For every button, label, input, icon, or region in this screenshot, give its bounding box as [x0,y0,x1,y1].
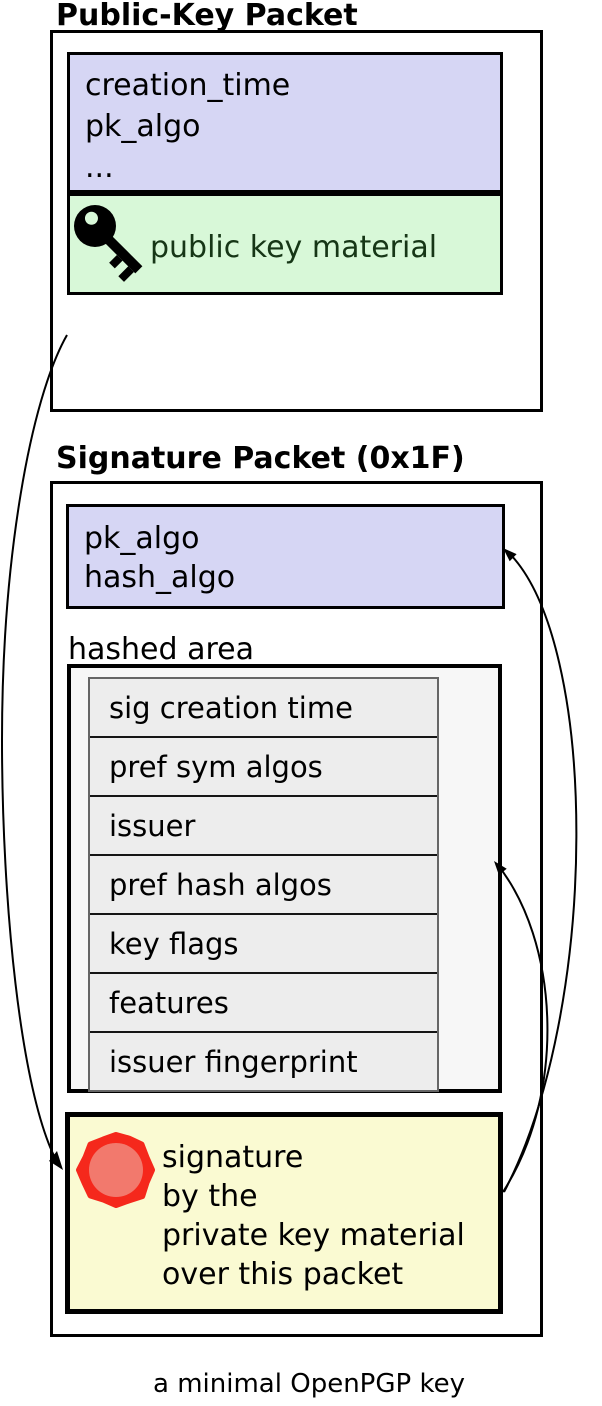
field-creation-time: creation_time [85,68,291,103]
signature-description: signature by the private key material ov… [162,1138,465,1294]
diagram-caption: a minimal OpenPGP key [153,1369,465,1399]
subpacket-row: issuer [90,797,437,856]
subpacket-row: features [90,974,437,1033]
subpacket-row: pref sym algos [90,738,437,797]
field-pk-algo: pk_algo [84,521,200,556]
hashed-subpacket-table: sig creation time pref sym algos issuer … [88,677,439,1092]
subpacket-row: key flags [90,915,437,974]
subpacket-row: sig creation time [90,679,437,738]
hashed-area-box: sig creation time pref sym algos issuer … [67,664,502,1093]
field-pk-algo: pk_algo [85,109,201,144]
subpacket-row: pref hash algos [90,856,437,915]
field-ellipsis: ... [85,150,114,185]
signature-line: over this packet [162,1257,404,1292]
seal-icon [76,1132,155,1208]
field-hash-algo: hash_algo [84,560,236,595]
key-icon [74,205,143,282]
public-key-material-box: public key material [67,193,503,295]
hashed-area-label: hashed area [68,632,254,667]
signature-line: signature [162,1140,304,1175]
signature-line: by the [162,1179,258,1214]
signature-value-box: signature by the private key material ov… [65,1112,503,1314]
subpacket-row: issuer fingerprint [90,1033,437,1090]
signature-line: private key material [162,1218,465,1253]
signature-packet-title: Signature Packet (0x1F) [56,441,465,476]
public-key-header-fields-box: creation_time pk_algo ... [67,52,503,193]
public-key-material-label: public key material [150,230,438,265]
signature-header-fields-box: pk_algo hash_algo [66,504,505,609]
public-key-packet-title: Public-Key Packet [56,0,358,33]
